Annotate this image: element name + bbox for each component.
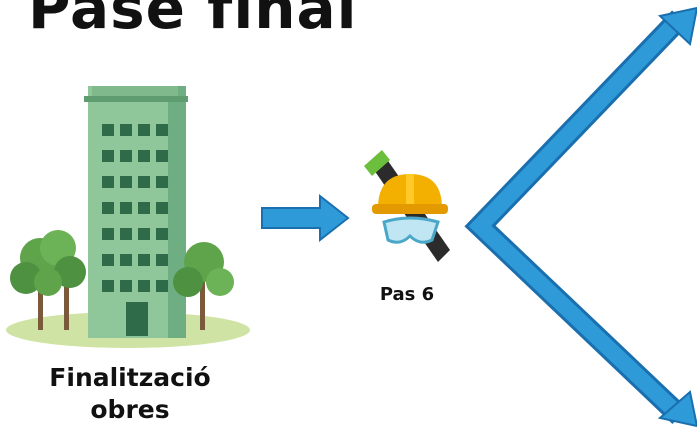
tree-icon bbox=[10, 230, 86, 330]
step6-label: Pas 6 bbox=[379, 284, 435, 305]
completion-label: Finalització obres bbox=[20, 362, 240, 426]
tree-icon bbox=[173, 242, 234, 330]
completion-label-line2: obres bbox=[90, 395, 170, 424]
helmet-icon bbox=[372, 174, 448, 214]
branch-arrows-icon bbox=[464, 6, 697, 428]
goggles-icon bbox=[382, 216, 440, 244]
arrow-right-icon bbox=[261, 193, 350, 243]
page-title: Pase final bbox=[28, 0, 358, 42]
building-icon bbox=[6, 86, 250, 348]
completion-label-line1: Finalització bbox=[49, 363, 211, 392]
